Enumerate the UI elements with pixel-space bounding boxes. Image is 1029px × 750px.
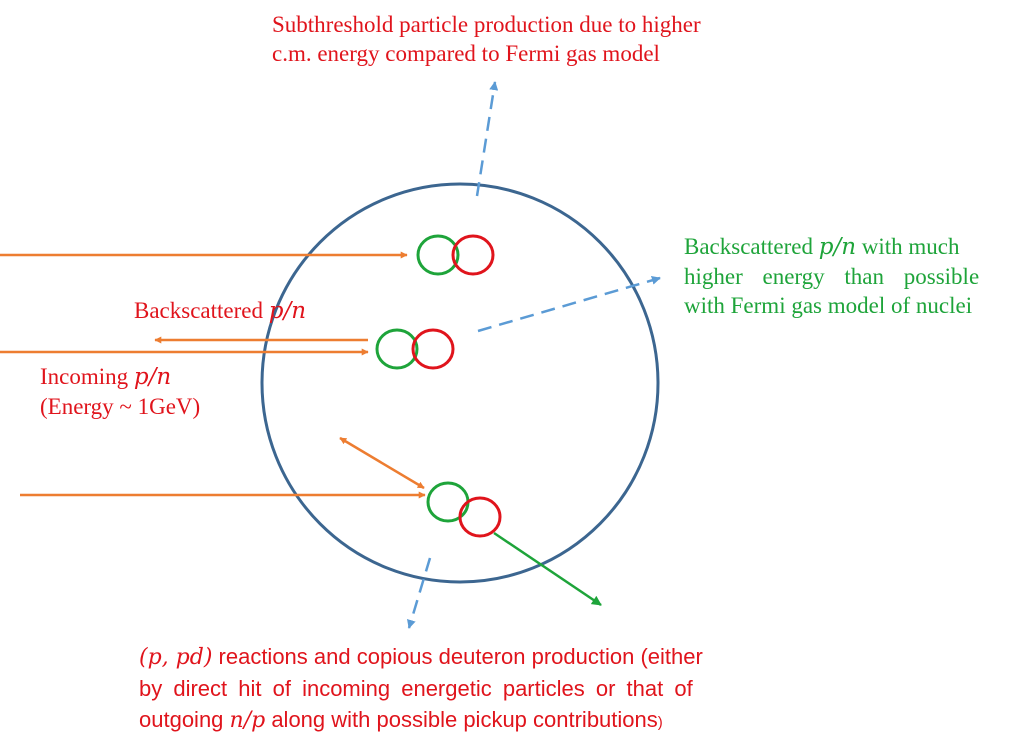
- nucleon-green-middle: [375, 328, 419, 370]
- dashed-arrow-right: [477, 275, 661, 333]
- nucleon-green-top: [416, 234, 460, 276]
- backscattered-high-line-3: with Fermi gas model of nuclei: [684, 293, 973, 318]
- backscattered-high-line-1: Backscattered p/n with much: [684, 232, 1026, 262]
- reactions-line-3-prefix: outgoing: [139, 707, 230, 732]
- backscattered-high-math: p/n: [818, 234, 857, 260]
- incoming-label: Incoming p/n (Energy ~ 1GeV): [40, 362, 200, 421]
- nucleon-red-bottom: [458, 496, 502, 538]
- subthreshold-line-1: Subthreshold particle production due to …: [272, 12, 701, 37]
- reactions-line-1: (p, pd) reactions and copious deuteron p…: [139, 641, 807, 673]
- backscattered-math: p/n: [268, 298, 307, 324]
- reactions-line-2: by direct hit of incoming energetic part…: [139, 676, 693, 701]
- subthreshold-line-2: c.m. energy compared to Fermi gas model: [272, 41, 660, 66]
- backscattered-high-prefix: Backscattered: [684, 234, 819, 259]
- backscattered-high-suffix: with much: [856, 234, 960, 259]
- dashed-arrow-up: [475, 81, 499, 197]
- nucleus-circle: [260, 182, 660, 584]
- subthreshold-label: Subthreshold particle production due to …: [272, 10, 812, 68]
- incoming-prefix: Incoming: [40, 364, 134, 389]
- reactions-line-1-rest: reactions and copious deuteron productio…: [212, 644, 703, 669]
- backscattered-high-line-2: higher energy than possible: [684, 264, 980, 289]
- incoming-line-1: Incoming p/n: [40, 362, 200, 392]
- reactions-line-3-rest: along with possible pickup contributions: [265, 707, 658, 732]
- incoming-math: p/n: [133, 364, 172, 390]
- nucleon-red-middle: [411, 328, 455, 370]
- nucleon-red-top: [451, 234, 495, 276]
- backscattered-high-energy-label: Backscattered p/n with much higher energ…: [684, 232, 1026, 320]
- nucleon-green-bottom: [426, 481, 470, 523]
- reactions-math-1: (p, pd): [139, 645, 213, 670]
- incoming-line-2: (Energy ~ 1GeV): [40, 394, 201, 419]
- reactions-line-3: outgoing n/p along with possible pickup …: [139, 704, 807, 738]
- deflected-arrow: [339, 436, 425, 490]
- backscattered-prefix: Backscattered: [134, 298, 269, 323]
- outgoing-arrow: [493, 531, 602, 607]
- backscattered-label: Backscattered p/n: [134, 296, 306, 326]
- reactions-label: (p, pd) reactions and copious deuteron p…: [139, 641, 807, 738]
- dashed-arrow-down: [407, 557, 432, 629]
- reactions-line-3-close: ): [657, 714, 663, 731]
- reactions-math-2: n/p: [229, 708, 266, 733]
